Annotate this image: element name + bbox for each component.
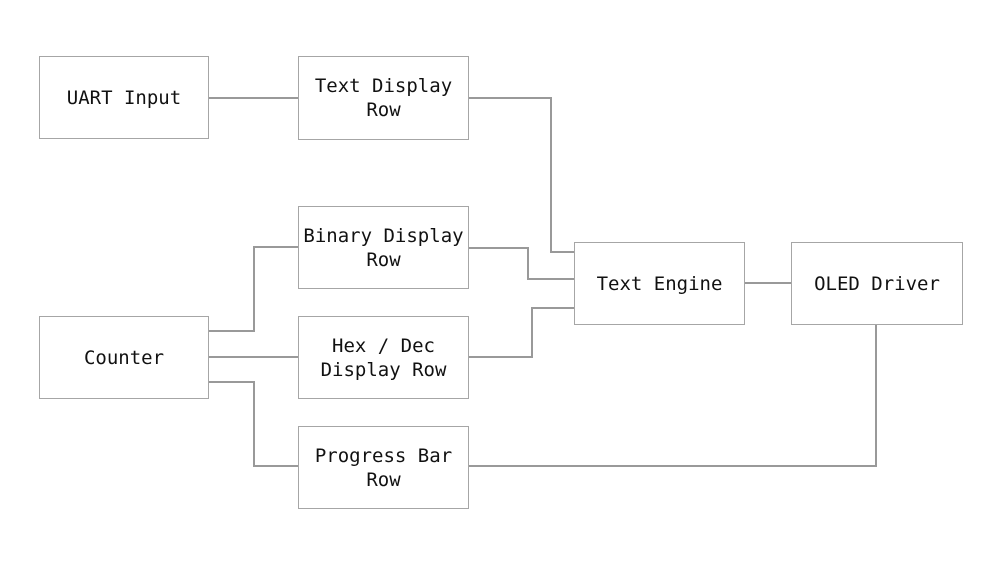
node-hex-dec-display-row: Hex / Dec Display Row [298, 316, 469, 399]
node-text-engine-label: Text Engine [596, 272, 723, 295]
node-oled-driver: OLED Driver [791, 242, 963, 325]
edge-counter-to-progress-bar-row [209, 381, 298, 467]
node-oled-driver-label: OLED Driver [814, 272, 940, 295]
node-binary-display-row: Binary Display Row [298, 206, 469, 289]
edge-binary-display-row-to-text-engine [469, 247, 574, 280]
node-text-display-row-label: Text Display Row [314, 75, 453, 121]
node-uart-input: UART Input [39, 56, 209, 139]
edge-oled-driver-to-progress-bar-row [469, 325, 877, 467]
node-text-engine: Text Engine [574, 242, 745, 325]
edge-counter-to-binary-display-row [209, 246, 298, 332]
edge-hex-dec-display-row-to-text-engine [469, 307, 574, 358]
node-text-display-row: Text Display Row [298, 56, 469, 140]
node-counter-label: Counter [83, 346, 165, 369]
node-progress-bar-row: Progress Bar Row [298, 426, 469, 509]
edge-text-display-row-to-text-engine [469, 97, 574, 253]
node-uart-input-label: UART Input [66, 86, 182, 109]
node-hex-dec-display-row-label: Hex / Dec Display Row [320, 334, 447, 381]
node-binary-display-row-label: Binary Display Row [303, 224, 464, 271]
node-progress-bar-row-label: Progress Bar Row [314, 444, 453, 491]
node-counter: Counter [39, 316, 209, 399]
